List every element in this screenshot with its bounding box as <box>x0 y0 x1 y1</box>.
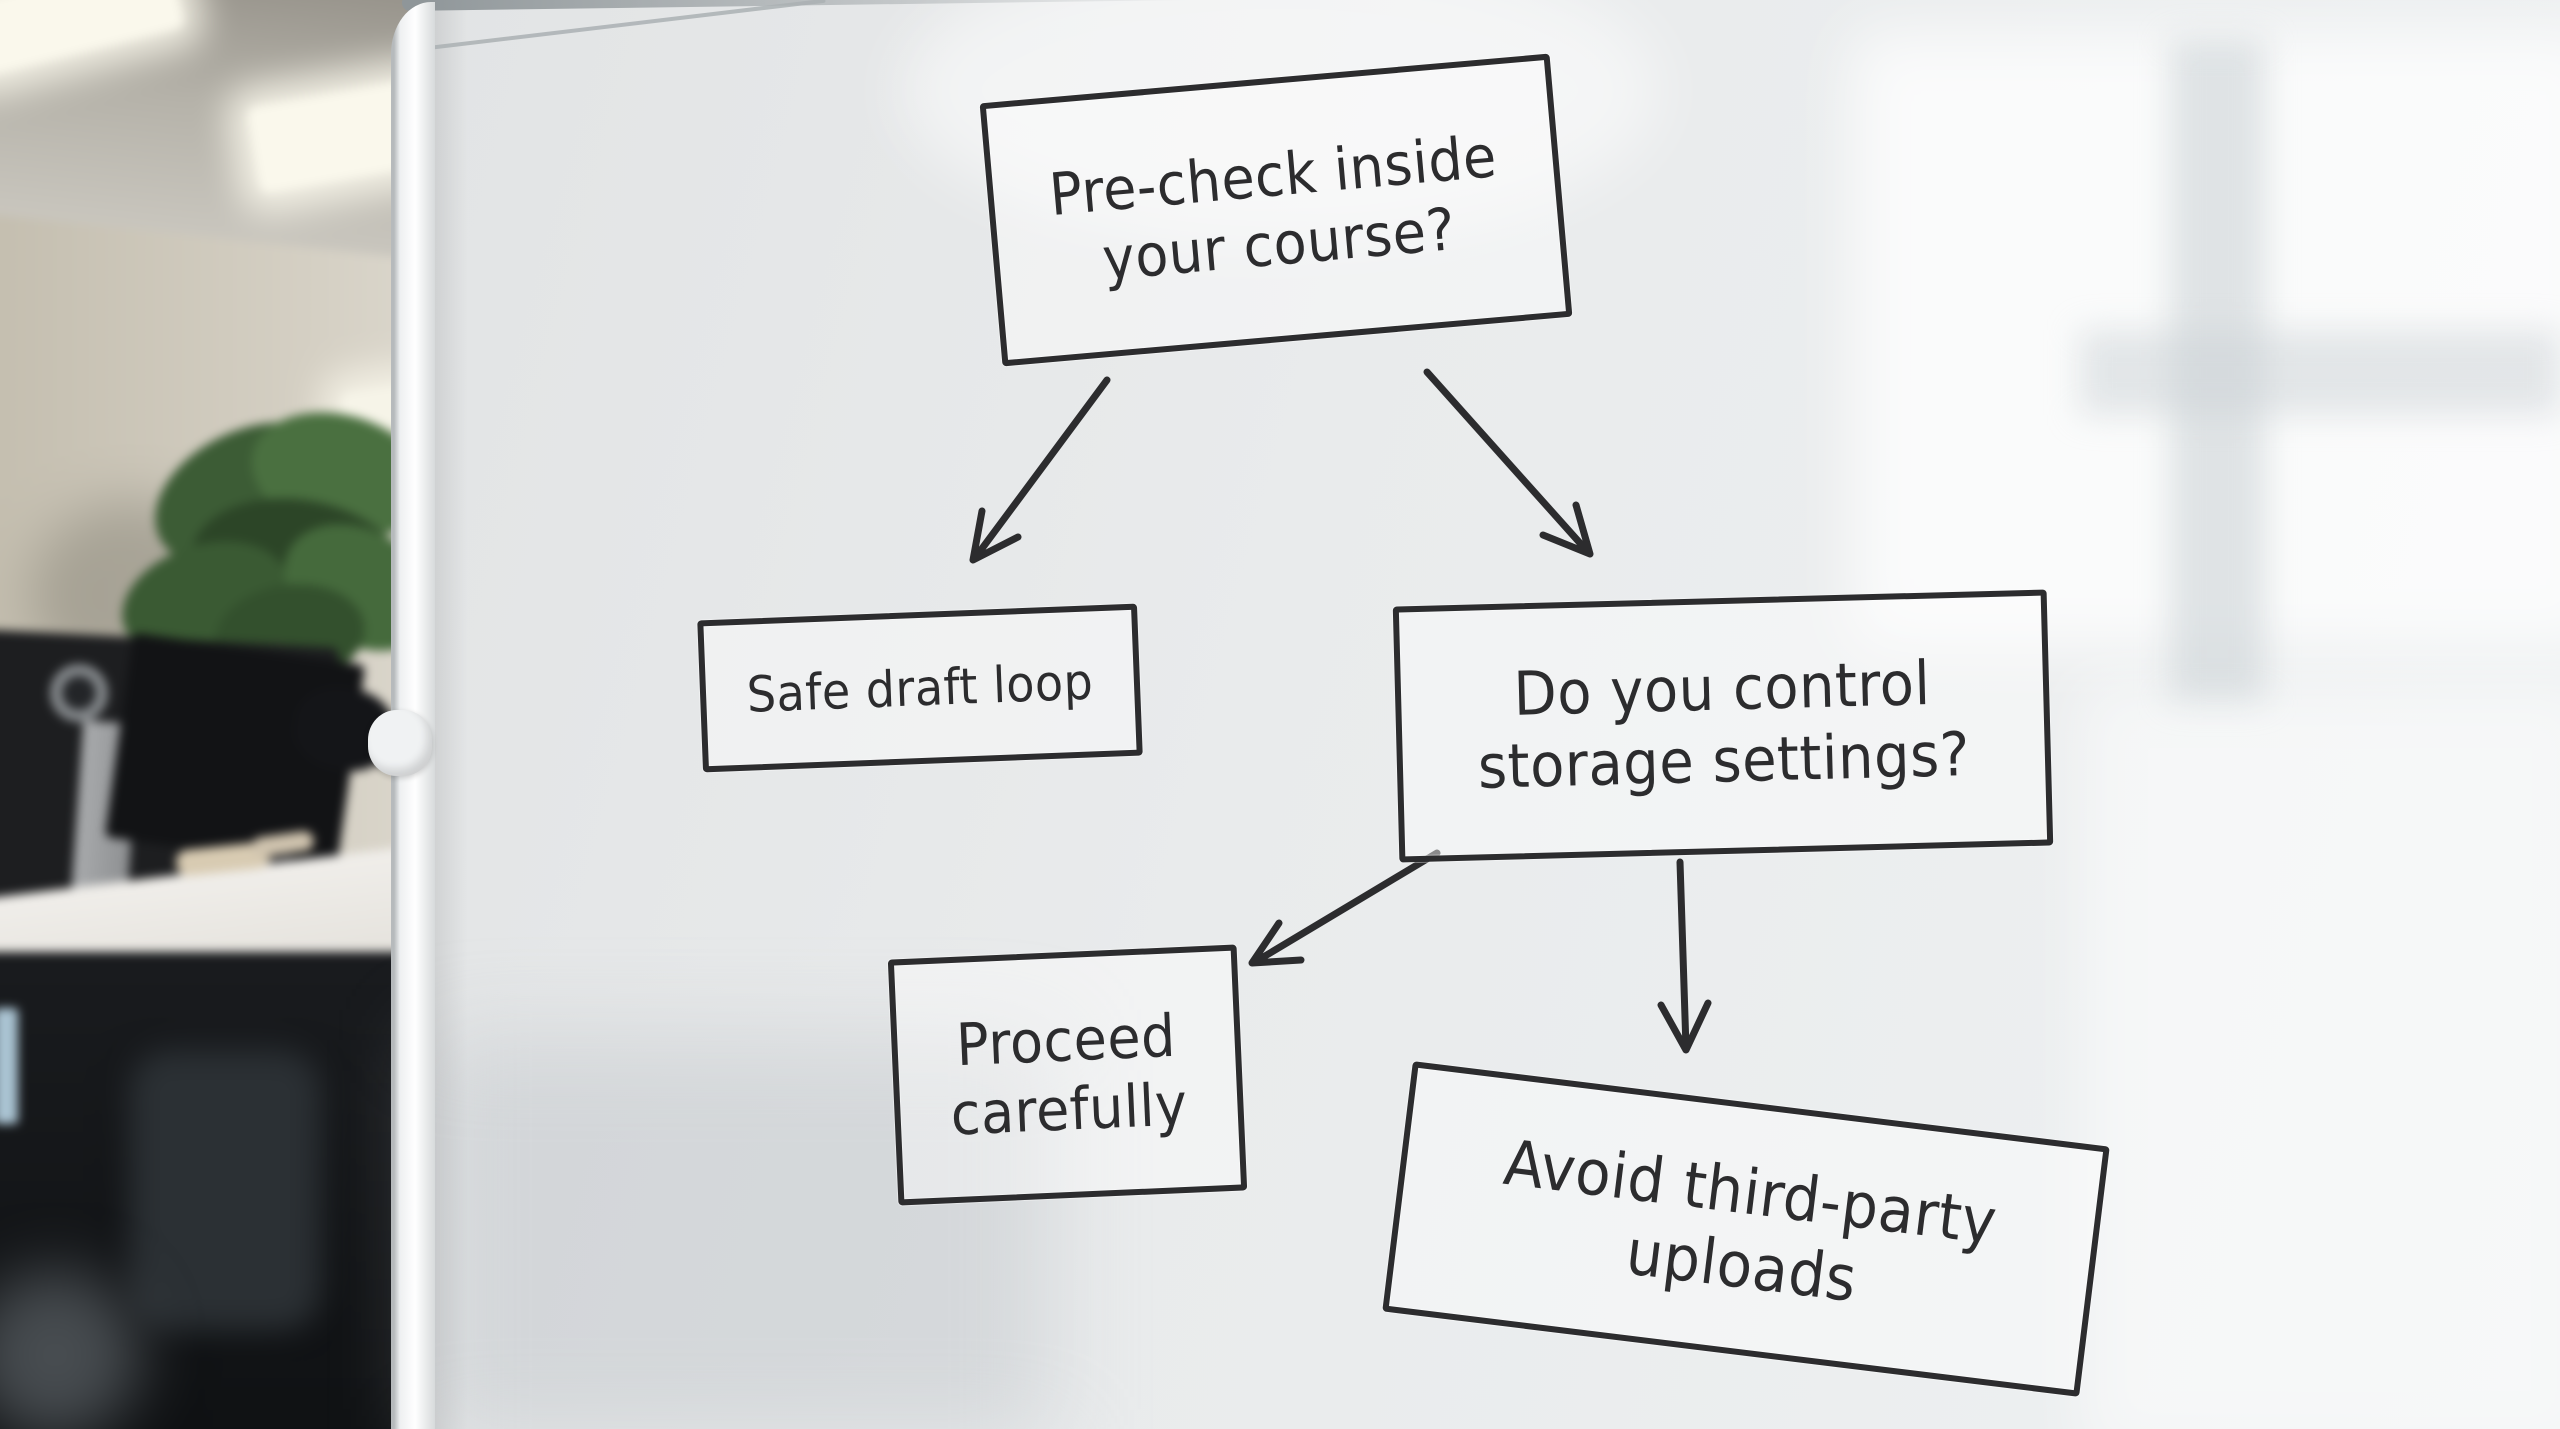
flowchart-node-precheck: Pre-check inside your course? <box>979 53 1573 367</box>
background-window-sliver <box>0 1008 18 1124</box>
arrow-precheck-to-safe-draft <box>969 376 1111 564</box>
flowchart-node-proceed: Proceed carefully <box>887 944 1248 1206</box>
board-shading <box>430 1040 1050 1429</box>
node-safe-draft-line1: Safe draft loop <box>745 651 1095 724</box>
arrow-storage-to-avoid <box>1657 858 1712 1054</box>
office-background-blur-layer <box>0 0 438 1429</box>
floor-highlight <box>0 1270 140 1429</box>
office-chair <box>130 1050 320 1330</box>
flowchart-node-storage: Do you control storage settings? <box>1392 589 2054 863</box>
office-background <box>0 0 438 1429</box>
flowchart-node-safe-draft: Safe draft loop <box>697 603 1143 773</box>
node-storage-line2: storage settings? <box>1477 719 1971 803</box>
arrow-storage-to-proceed <box>1248 849 1441 967</box>
whiteboard-frame-clamp <box>368 710 432 776</box>
arrow-precheck-to-storage <box>1423 368 1594 558</box>
board-reflection <box>2080 680 2560 1429</box>
board-reflection <box>900 0 1660 240</box>
node-proceed-line2: carefully <box>949 1070 1189 1149</box>
reflection-mullion-horizontal <box>2080 330 2560 415</box>
